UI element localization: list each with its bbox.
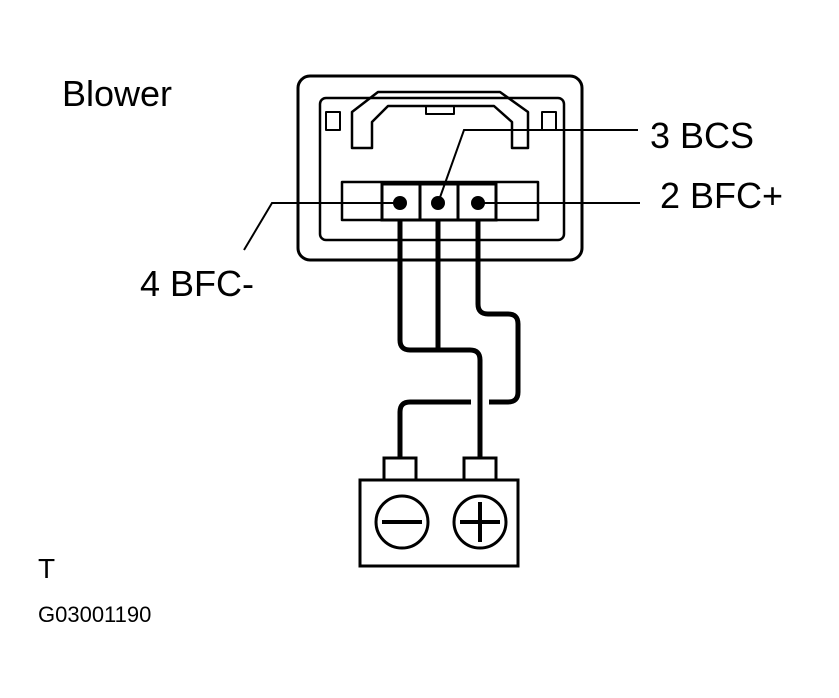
plus-icon: [452, 494, 508, 550]
figure-id: G03001190: [38, 602, 151, 627]
pin-leader-lines: [243, 129, 640, 251]
corner-mark: T: [38, 553, 55, 584]
battery-positive-terminal: [462, 456, 498, 482]
leader-pin-4: [243, 202, 400, 251]
pin-label-3: 3 BCS: [650, 115, 754, 156]
pin-label-4: 4 BFC-: [140, 263, 254, 304]
leader-pin-3: [437, 129, 638, 204]
pin-label-2: 2 BFC+: [660, 175, 783, 216]
minus-icon: [374, 494, 430, 550]
diagram-title: Blower: [62, 73, 172, 114]
wires: [397, 220, 521, 458]
wire-pin-2: [397, 220, 521, 458]
battery: [358, 456, 520, 568]
battery-negative-terminal: [382, 456, 418, 482]
